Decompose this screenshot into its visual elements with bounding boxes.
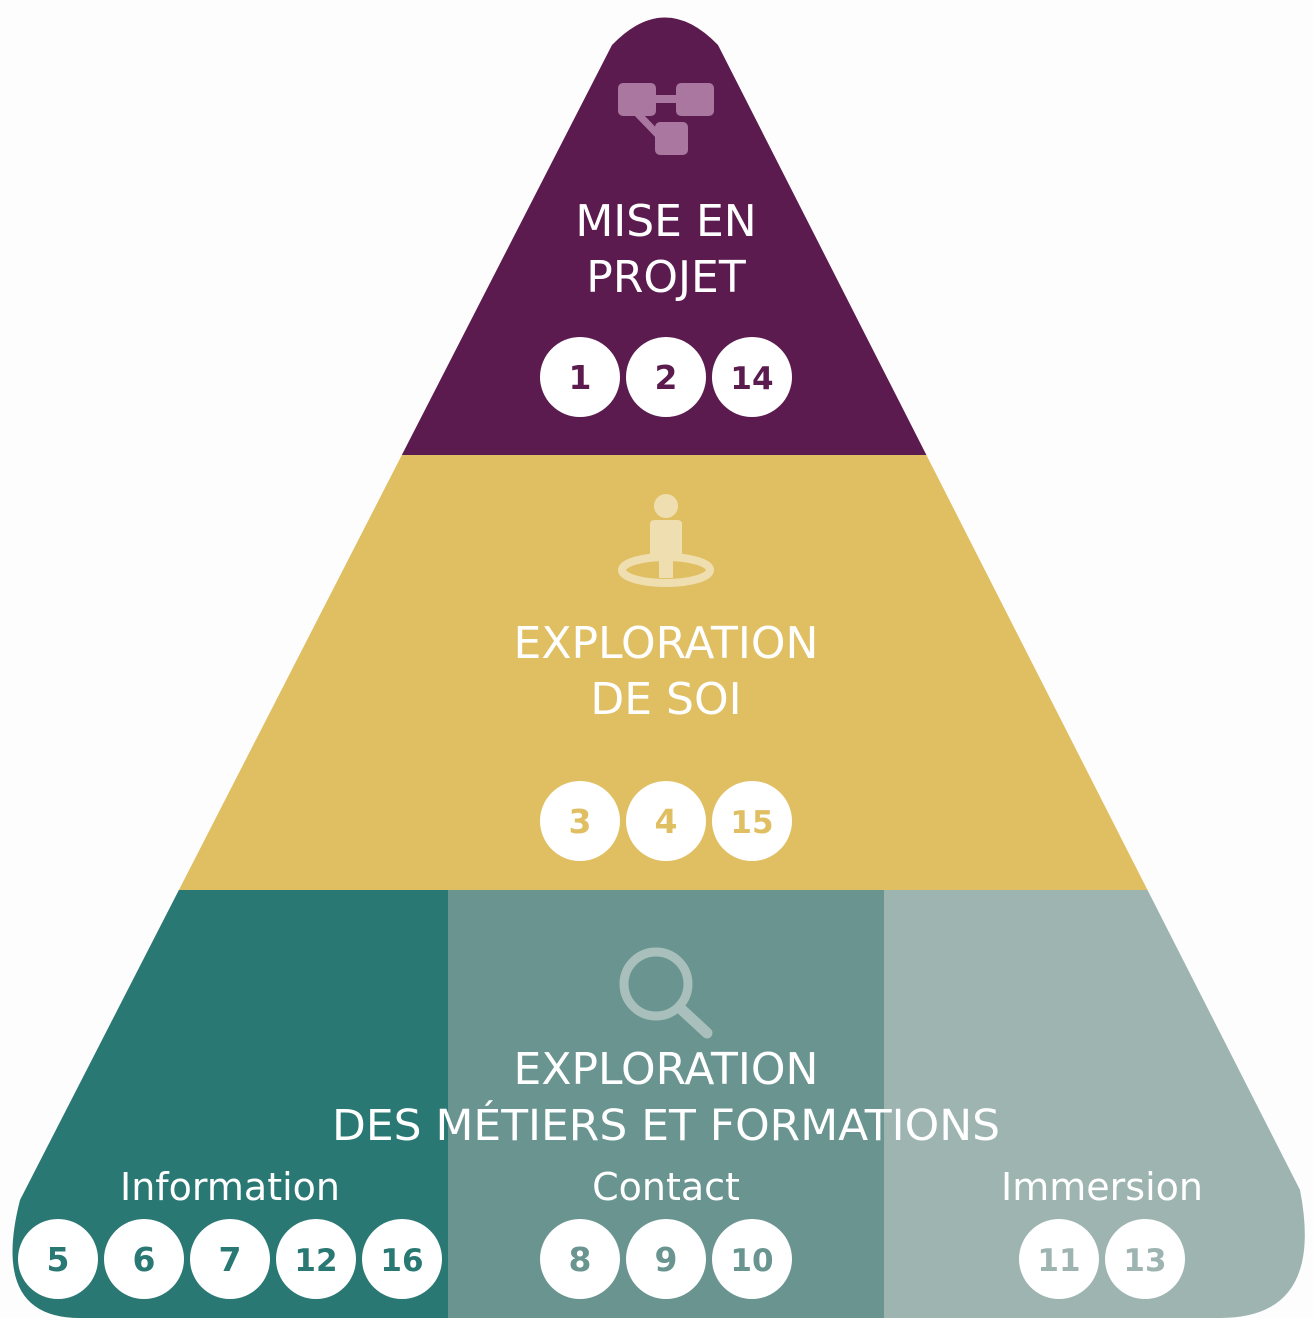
level-bottom-title-line1: EXPLORATION <box>514 1044 819 1095</box>
number-badge-12: 12 <box>276 1219 356 1299</box>
number-badge-14: 14 <box>712 337 792 417</box>
level-top-title-line1: MISE EN <box>575 196 756 247</box>
badge-number: 1 <box>569 358 592 397</box>
badge-number: 15 <box>730 805 773 841</box>
badge-circle <box>540 781 620 861</box>
badge-number: 2 <box>655 358 678 397</box>
magnifier-icon <box>619 947 713 1039</box>
level-middle-badges: 3 4 15 <box>540 781 792 861</box>
badge-circle <box>626 1219 706 1299</box>
badge-circle <box>362 1219 442 1299</box>
badge-number: 4 <box>655 802 678 841</box>
number-badge-10: 10 <box>712 1219 792 1299</box>
badge-number: 7 <box>219 1240 242 1279</box>
section-information-badges: 5 6 7 12 16 <box>18 1219 442 1299</box>
number-badge-4: 4 <box>626 781 706 861</box>
person-location-icon <box>618 494 714 587</box>
badge-circle <box>1105 1219 1185 1299</box>
badge-number: 14 <box>730 361 773 397</box>
badge-circle <box>626 781 706 861</box>
badge-circle <box>190 1219 270 1299</box>
badge-circle <box>712 781 792 861</box>
badge-number: 8 <box>569 1240 592 1279</box>
badge-number: 10 <box>730 1243 773 1279</box>
badge-number: 11 <box>1037 1243 1080 1279</box>
badge-circle <box>18 1219 98 1299</box>
number-badge-8: 8 <box>540 1219 620 1299</box>
badge-circle <box>712 1219 792 1299</box>
level-middle-title-line1: EXPLORATION <box>514 618 819 669</box>
number-badge-13: 13 <box>1105 1219 1185 1299</box>
level-middle-title-line2: DE SOI <box>590 674 741 725</box>
section-immersion-label: Immersion <box>1001 1165 1203 1209</box>
level-top-badges: 1 2 14 <box>540 337 792 417</box>
badge-circle <box>626 337 706 417</box>
badge-number: 12 <box>294 1243 337 1279</box>
badge-number: 5 <box>47 1240 70 1279</box>
badge-circle <box>540 337 620 417</box>
section-information-label: Information <box>120 1165 340 1209</box>
section-immersion-badges: 11 13 <box>1019 1219 1185 1299</box>
number-badge-6: 6 <box>104 1219 184 1299</box>
number-badge-2: 2 <box>626 337 706 417</box>
flowchart-icon <box>618 83 714 155</box>
section-contact-badges: 8 9 10 <box>540 1219 792 1299</box>
number-badge-7: 7 <box>190 1219 270 1299</box>
number-badge-5: 5 <box>18 1219 98 1299</box>
section-contact-label: Contact <box>592 1165 740 1209</box>
number-badge-3: 3 <box>540 781 620 861</box>
badge-number: 16 <box>380 1243 423 1279</box>
number-badge-9: 9 <box>626 1219 706 1299</box>
badge-number: 13 <box>1123 1243 1166 1279</box>
number-badge-1: 1 <box>540 337 620 417</box>
badge-number: 3 <box>569 802 592 841</box>
badge-circle <box>712 337 792 417</box>
number-badge-16: 16 <box>362 1219 442 1299</box>
number-badge-15: 15 <box>712 781 792 861</box>
level-bottom-title-line2: DES MÉTIERS ET FORMATIONS <box>332 1100 1000 1151</box>
badge-number: 6 <box>133 1240 156 1279</box>
badge-circle <box>276 1219 356 1299</box>
badge-circle <box>104 1219 184 1299</box>
badge-number: 9 <box>655 1240 678 1279</box>
level-top-title-line2: PROJET <box>586 252 746 303</box>
badge-circle <box>1019 1219 1099 1299</box>
number-badge-11: 11 <box>1019 1219 1099 1299</box>
badge-circle <box>540 1219 620 1299</box>
